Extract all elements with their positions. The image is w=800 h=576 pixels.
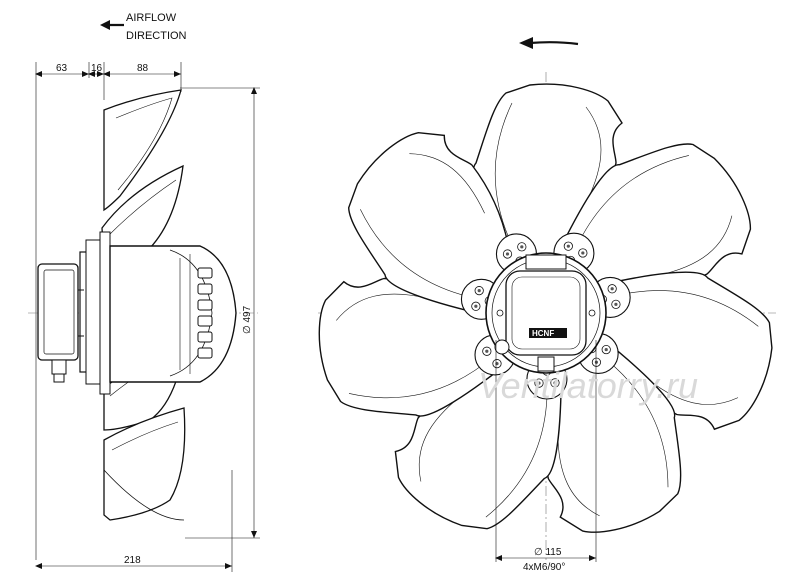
bolt-center bbox=[537, 381, 541, 385]
bolt-center bbox=[553, 381, 557, 385]
bolt-center bbox=[474, 304, 478, 308]
dimension-497: ∅ 497 bbox=[242, 305, 253, 334]
bolt-center bbox=[520, 245, 524, 249]
rotation-arrow-icon bbox=[519, 37, 579, 49]
bottom-gland bbox=[537, 356, 555, 372]
bolt-center bbox=[594, 360, 599, 364]
watermark: Ventilatorry.ru bbox=[478, 365, 698, 406]
cable-gland bbox=[494, 339, 510, 355]
blade-contour bbox=[409, 153, 485, 214]
bolt-spec: 4xM6/90° bbox=[523, 562, 565, 573]
bolt-center bbox=[566, 244, 570, 248]
cover-screw bbox=[496, 309, 504, 317]
cable-tab bbox=[525, 254, 567, 270]
fan-blade bbox=[347, 131, 510, 317]
bolt-center bbox=[505, 252, 510, 256]
bolt-center bbox=[610, 287, 614, 291]
airflow-label-line2: DIRECTION bbox=[126, 30, 187, 42]
dimension-115: ∅ 115 bbox=[534, 547, 562, 558]
bolt-center bbox=[614, 302, 618, 306]
airflow-indicator: AIRFLOW DIRECTION bbox=[100, 12, 187, 42]
dimension-16: 16 bbox=[91, 63, 103, 74]
hub-dimension bbox=[495, 340, 597, 562]
front-view: HCNF bbox=[318, 72, 776, 560]
bolt-center bbox=[477, 289, 481, 293]
bolt-center bbox=[485, 349, 489, 353]
dimension-63: 63 bbox=[56, 63, 68, 74]
dimension-218: 218 bbox=[124, 555, 141, 566]
fan-blades bbox=[318, 83, 773, 533]
bolt-center bbox=[604, 347, 608, 352]
motor-cover bbox=[505, 270, 587, 356]
arrow-left-head bbox=[100, 20, 110, 30]
fan-hub bbox=[460, 232, 631, 400]
bolt-center bbox=[581, 251, 585, 255]
motor-cover-inner bbox=[511, 276, 581, 350]
airflow-label-line1: AIRFLOW bbox=[126, 12, 177, 24]
cover-screw bbox=[588, 309, 596, 317]
side-view bbox=[28, 62, 260, 572]
brand-label: HCNF bbox=[532, 329, 554, 338]
brand-plate bbox=[529, 328, 567, 338]
dimension-88: 88 bbox=[137, 63, 149, 74]
